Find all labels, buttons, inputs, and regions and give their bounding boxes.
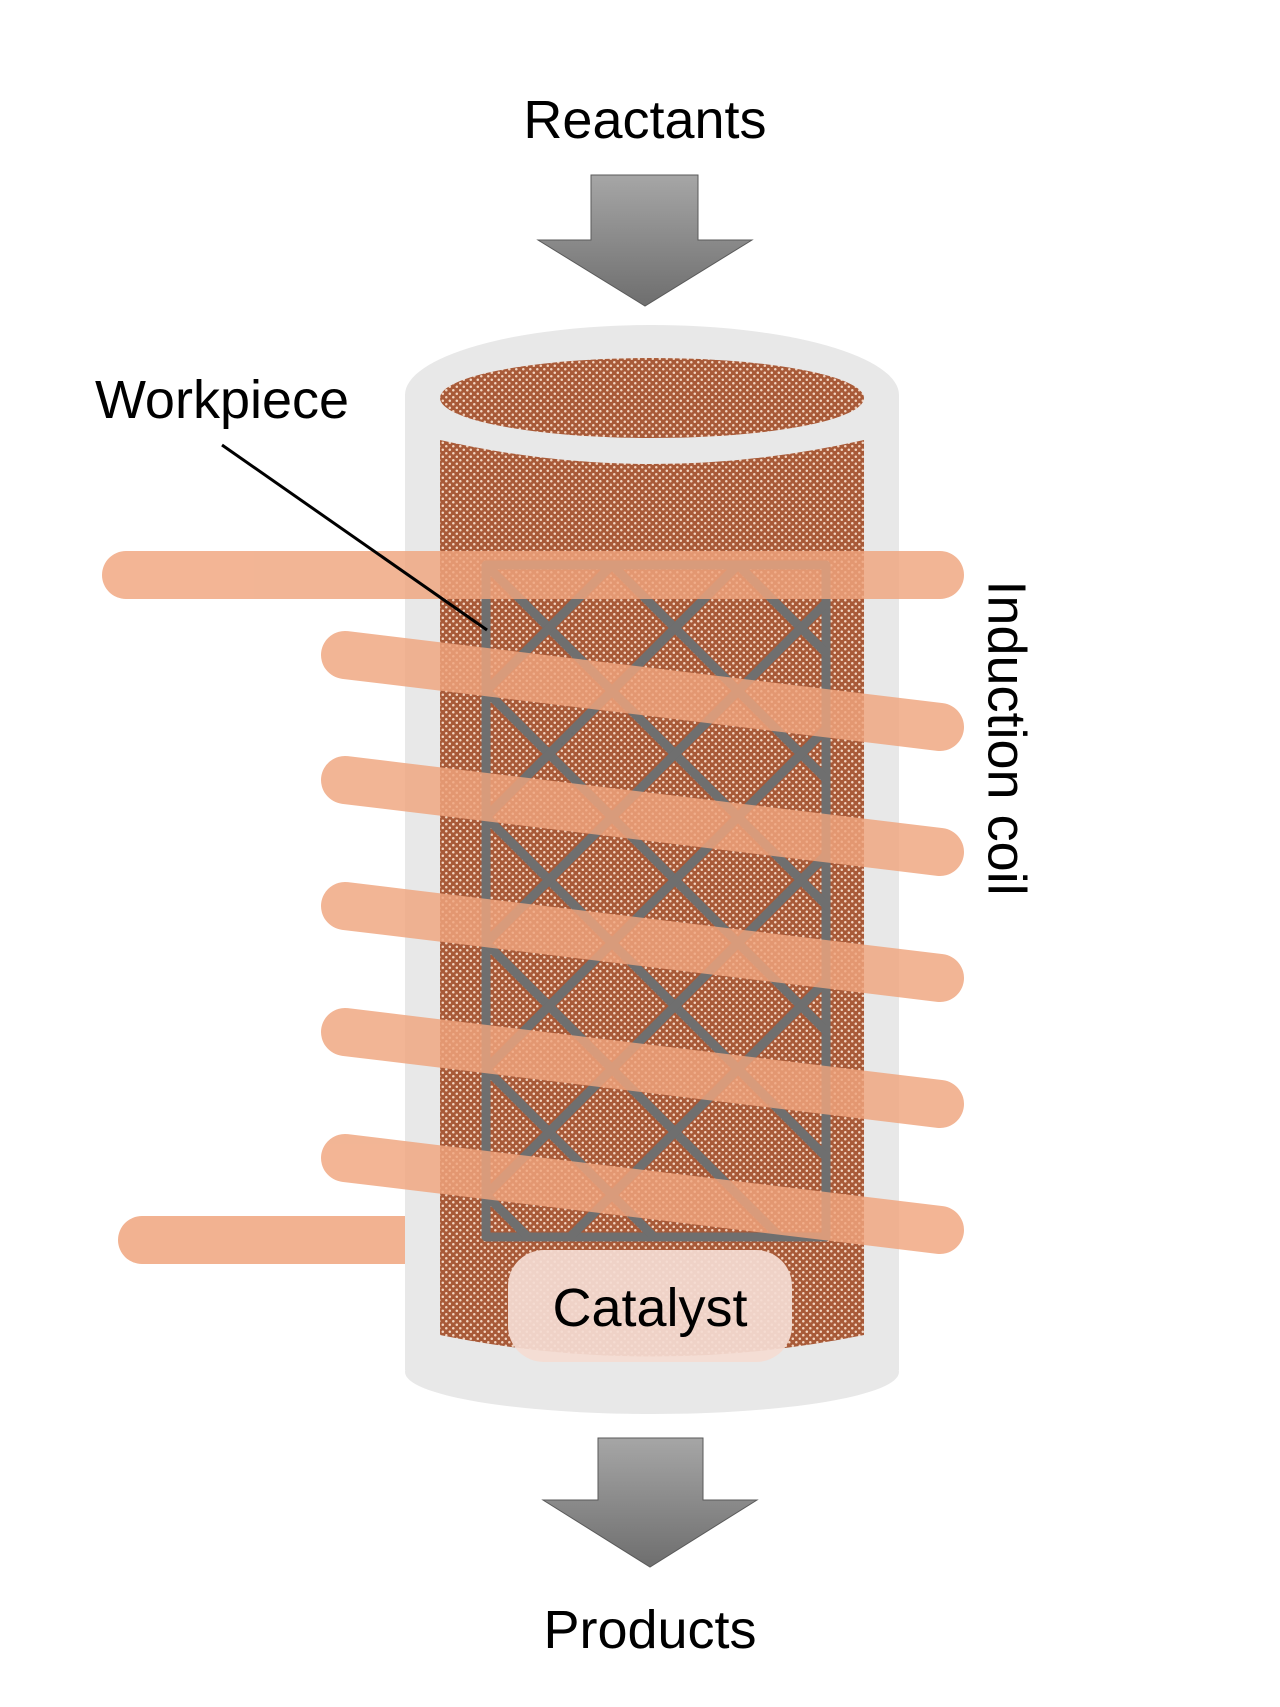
- catalyst-label-box: [508, 1250, 792, 1362]
- induction-coil: [102, 551, 964, 1254]
- induction-coil-label: Induction coil: [977, 580, 1037, 895]
- workpiece-label: Workpiece: [95, 370, 349, 430]
- products-label: Products: [543, 1600, 756, 1660]
- reactants-arrow: [536, 174, 754, 307]
- workpiece-leader-line: [221, 443, 488, 632]
- reactants-label: Reactants: [523, 90, 766, 150]
- catalyst-label: Catalyst: [552, 1278, 747, 1338]
- products-arrow: [541, 1437, 759, 1568]
